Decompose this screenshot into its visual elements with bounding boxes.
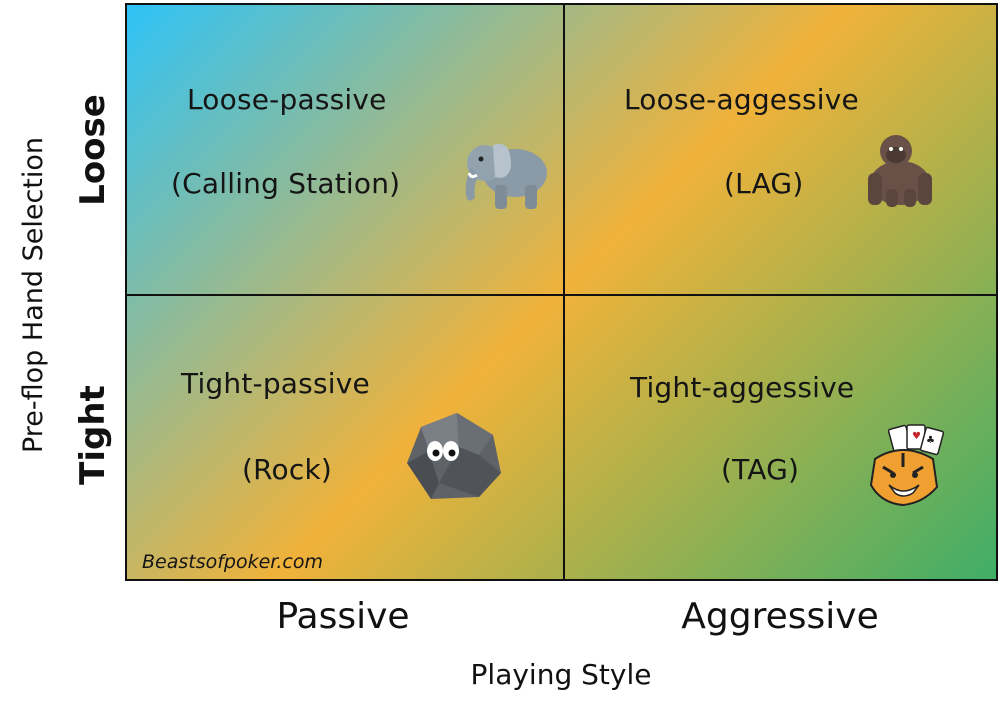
tight-aggressive-subtitle: (TAG) [721,453,800,486]
horizontal-divider [127,294,996,296]
loose-passive-subtitle: (Calling Station) [171,167,401,200]
x-axis-label: Playing Style [470,658,652,691]
tiger-cards-icon: ♥ ♣ [869,424,945,507]
tight-passive-title: Tight-passive [181,367,370,400]
watermark: Beastsofpoker.com [142,551,323,573]
tight-passive-subtitle: (Rock) [242,453,332,486]
rock-icon [407,413,501,499]
vertical-divider [563,5,565,579]
loose-aggressive-title: Loose-aggessive [624,83,859,116]
elephant-icon [465,143,547,209]
quadrant-grid: Loose-passive (Calling Station) Loose-ag… [125,3,998,581]
y-axis-label: Pre-flop Hand Selection [18,136,49,454]
column-label-passive: Passive [276,596,410,637]
column-label-aggressive: Aggressive [681,596,879,637]
tight-aggressive-title: Tight-aggessive [630,371,855,404]
loose-aggressive-subtitle: (LAG) [724,167,804,200]
svg-text:♥: ♥ [912,431,921,442]
row-label-tight: Tight [73,385,113,485]
loose-passive-title: Loose-passive [187,83,387,116]
gorilla-icon [868,135,932,207]
svg-text:♣: ♣ [926,435,935,446]
row-label-loose: Loose [73,94,113,206]
